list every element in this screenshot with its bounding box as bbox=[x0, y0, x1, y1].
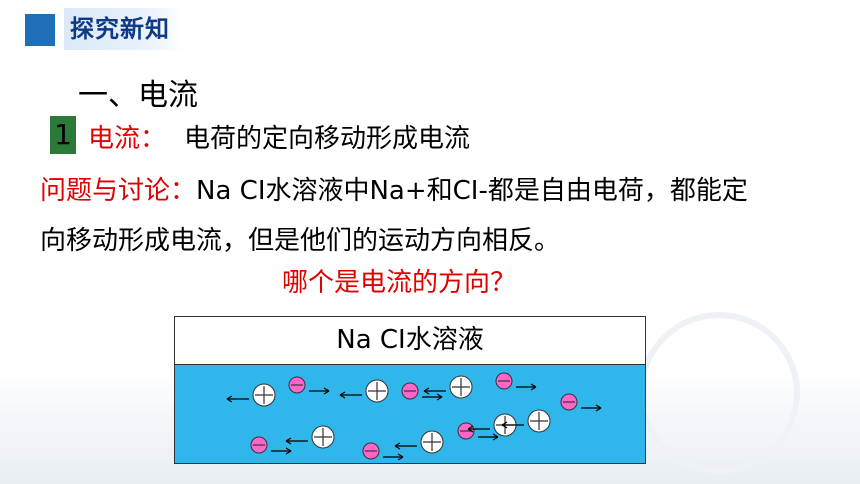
header-title: 探究新知 bbox=[64, 8, 184, 50]
question-label: 问题与讨论： bbox=[40, 176, 197, 206]
background-emblem bbox=[638, 312, 800, 474]
solution-water bbox=[175, 365, 645, 463]
question-line-2: 向移动形成电流，但是他们的运动方向相反。 bbox=[40, 226, 561, 256]
ion-diagram bbox=[226, 372, 602, 461]
positive-ion bbox=[226, 383, 276, 407]
solution-diagram: Na CI水溶液 bbox=[174, 316, 646, 464]
direction-question: 哪个是电流的方向？ bbox=[282, 268, 517, 298]
solution-label: Na CI水溶液 bbox=[175, 317, 645, 365]
negative-ion bbox=[250, 436, 292, 455]
definition-text: 电荷的定向移动形成电流 bbox=[184, 124, 471, 154]
section-title: 一、电流 bbox=[78, 78, 198, 113]
negative-ion bbox=[457, 422, 499, 441]
positive-ion bbox=[394, 430, 444, 454]
positive-ion bbox=[339, 379, 389, 403]
negative-ion bbox=[362, 442, 404, 461]
definition-label: 电流： bbox=[88, 124, 167, 154]
negative-ion bbox=[401, 382, 443, 401]
positive-ion bbox=[285, 425, 335, 449]
negative-ion bbox=[288, 376, 330, 395]
negative-ion bbox=[560, 393, 602, 412]
negative-ion bbox=[495, 372, 537, 391]
header-accent-square bbox=[25, 14, 55, 46]
question-text-1: Na CI水溶液中Na+和CI-都是自由电荷，都能定 bbox=[196, 176, 748, 206]
question-line-1: 问题与讨论：Na CI水溶液中Na+和CI-都是自由电荷，都能定 bbox=[40, 170, 748, 207]
definition-number-badge: 1 bbox=[50, 116, 76, 154]
positive-ion bbox=[423, 375, 473, 399]
positive-ion bbox=[501, 409, 551, 433]
